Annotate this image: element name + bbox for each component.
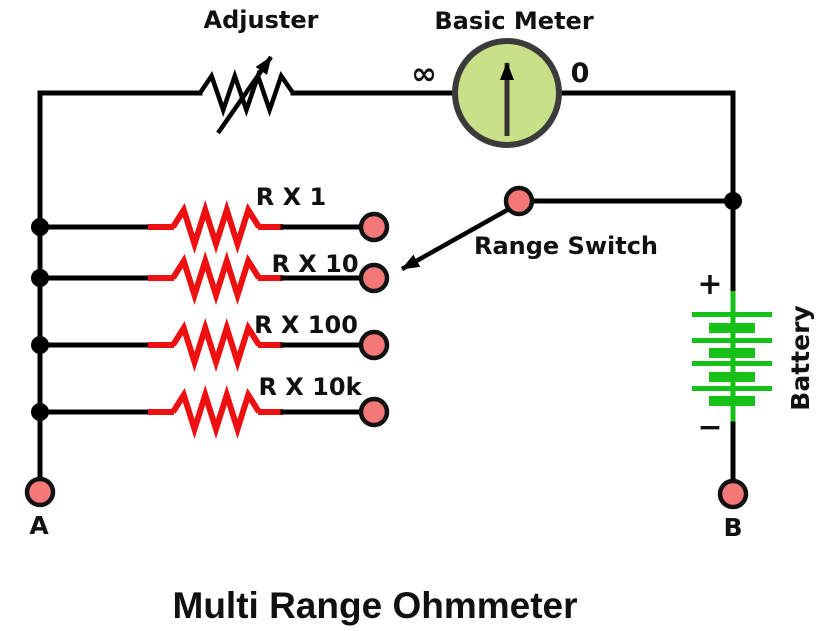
terminal-b [717,478,749,510]
meter-infinity-label: ∞ [411,56,437,92]
meter-zero-label: 0 [571,58,590,89]
basic-meter: Basic Meter ∞ 0 [411,7,594,148]
range-switch-arrow-icon [400,207,511,271]
resistor-zigzag [170,385,262,439]
basic-meter-label: Basic Meter [434,7,593,35]
junction-dot [31,218,49,236]
range-terminal [358,262,390,294]
battery-short-plate [709,372,755,382]
resistor-label: R X 10k [258,373,362,401]
junction-dot [31,336,49,354]
terminal-a [24,476,56,508]
range-terminal [358,211,390,243]
battery-minus-label: − [697,410,722,445]
battery-long-plate [692,361,772,366]
adjuster-arrow-icon [216,55,273,135]
battery-long-plate [692,312,772,317]
adjuster-label: Adjuster [204,6,319,34]
range-switch-knob [503,185,535,217]
battery-plus-label: + [697,267,722,302]
junction-dot [31,269,49,287]
probe-terminals: A B [24,476,749,542]
junction-dot [31,403,49,421]
resistor-zigzag [170,251,262,305]
battery-short-plate [709,396,755,406]
adjuster: Adjuster [198,6,319,135]
circuit-wires [37,90,742,482]
resistor-row: R X 100 [31,311,390,372]
resistor-label: R X 100 [254,311,358,339]
range-switch-label: Range Switch [474,232,658,260]
range-terminal [358,396,390,428]
battery-long-plate [692,386,772,391]
battery-label: Battery [786,305,815,410]
resistor-row: R X 1 [31,183,390,254]
resistor-label: R X 10 [271,250,358,278]
resistor-row: R X 10k [31,373,390,439]
range-switch: Range Switch [400,185,658,271]
diagram-title: Multi Range Ohmmeter [173,585,578,626]
battery: + − Battery [692,198,815,483]
battery-long-plate [692,338,772,343]
resistor-zigzag [170,318,262,372]
terminal-b-label: B [723,513,742,542]
resistor-label: R X 1 [256,183,326,211]
terminal-a-label: A [29,511,49,540]
battery-short-plate [709,323,755,333]
range-terminal [358,329,390,361]
adjuster-zigzag [198,69,295,117]
wire-meter-to-junction [556,90,736,204]
resistor-zigzag [170,200,262,254]
resistor-row: R X 10 [31,250,390,305]
battery-short-plate [709,348,755,358]
